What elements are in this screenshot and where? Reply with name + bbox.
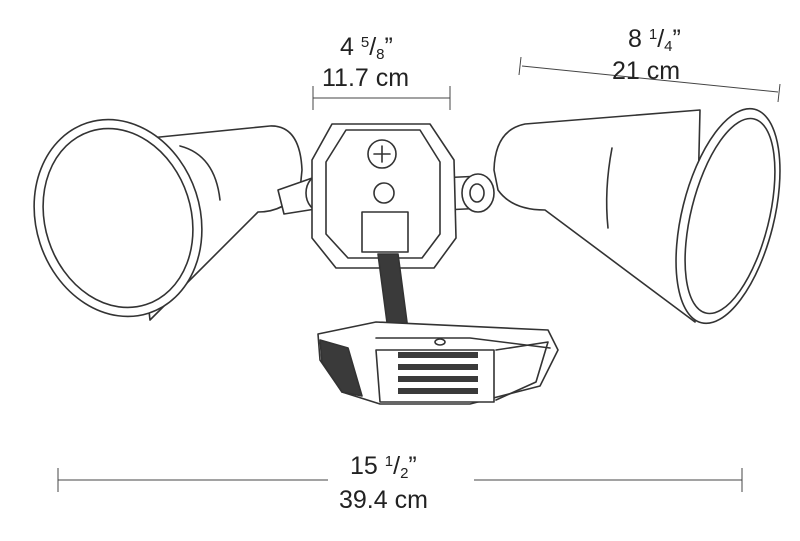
dimension-lamp-length: 8 1/4” 21 cm — [518, 25, 781, 103]
left-lamp-housing-edge — [179, 145, 221, 201]
dimension-tick-lamp-left — [518, 56, 522, 76]
sensor-lens-rib-1 — [398, 352, 478, 358]
sensor-indicator — [434, 338, 446, 346]
sensor-stem-socket — [361, 211, 409, 253]
dimension-box-width: 4 5/8” 11.7 cm — [312, 33, 451, 110]
right-lamp-housing-edge — [605, 147, 613, 229]
motion-sensor-top-edge — [375, 337, 551, 349]
motion-sensor-right-face — [495, 341, 549, 401]
left-lamp — [33, 118, 339, 321]
dimension-overall-imperial: 15 1/2” — [350, 452, 417, 482]
dimension-box-imperial: 4 5/8” — [340, 33, 393, 63]
sensor-lens-rib-4 — [398, 388, 478, 394]
mounting-box-inner-edge — [325, 129, 441, 259]
motion-sensor — [317, 321, 559, 405]
mounting-box-knockout — [373, 182, 395, 204]
dimension-tick-lamp-right — [777, 83, 781, 103]
right-lamp-lens-rim — [684, 117, 776, 315]
motion-sensor-left-side — [319, 339, 363, 397]
right-lamp — [437, 107, 781, 325]
dimension-overall-width: 15 1/2” 39.4 cm — [57, 452, 743, 514]
left-lamp-lens — [33, 118, 203, 318]
sensor-lens-rib-3 — [398, 376, 478, 382]
right-swivel-bolt — [469, 183, 485, 203]
right-lamp-housing — [493, 109, 701, 323]
dimension-line-lamp — [521, 65, 779, 93]
dimension-lamp-imperial: 8 1/4” — [628, 25, 681, 55]
mounting-box — [311, 123, 457, 269]
dimension-box-metric: 11.7 cm — [322, 64, 409, 92]
sensor-lens-rib-2 — [398, 364, 478, 370]
left-lamp-lens-rim — [42, 127, 194, 309]
right-swivel-knuckle — [461, 173, 495, 213]
right-lamp-lens — [675, 107, 781, 325]
dimension-lamp-metric: 21 cm — [612, 57, 680, 85]
dimension-overall-metric: 39.4 cm — [339, 486, 428, 514]
